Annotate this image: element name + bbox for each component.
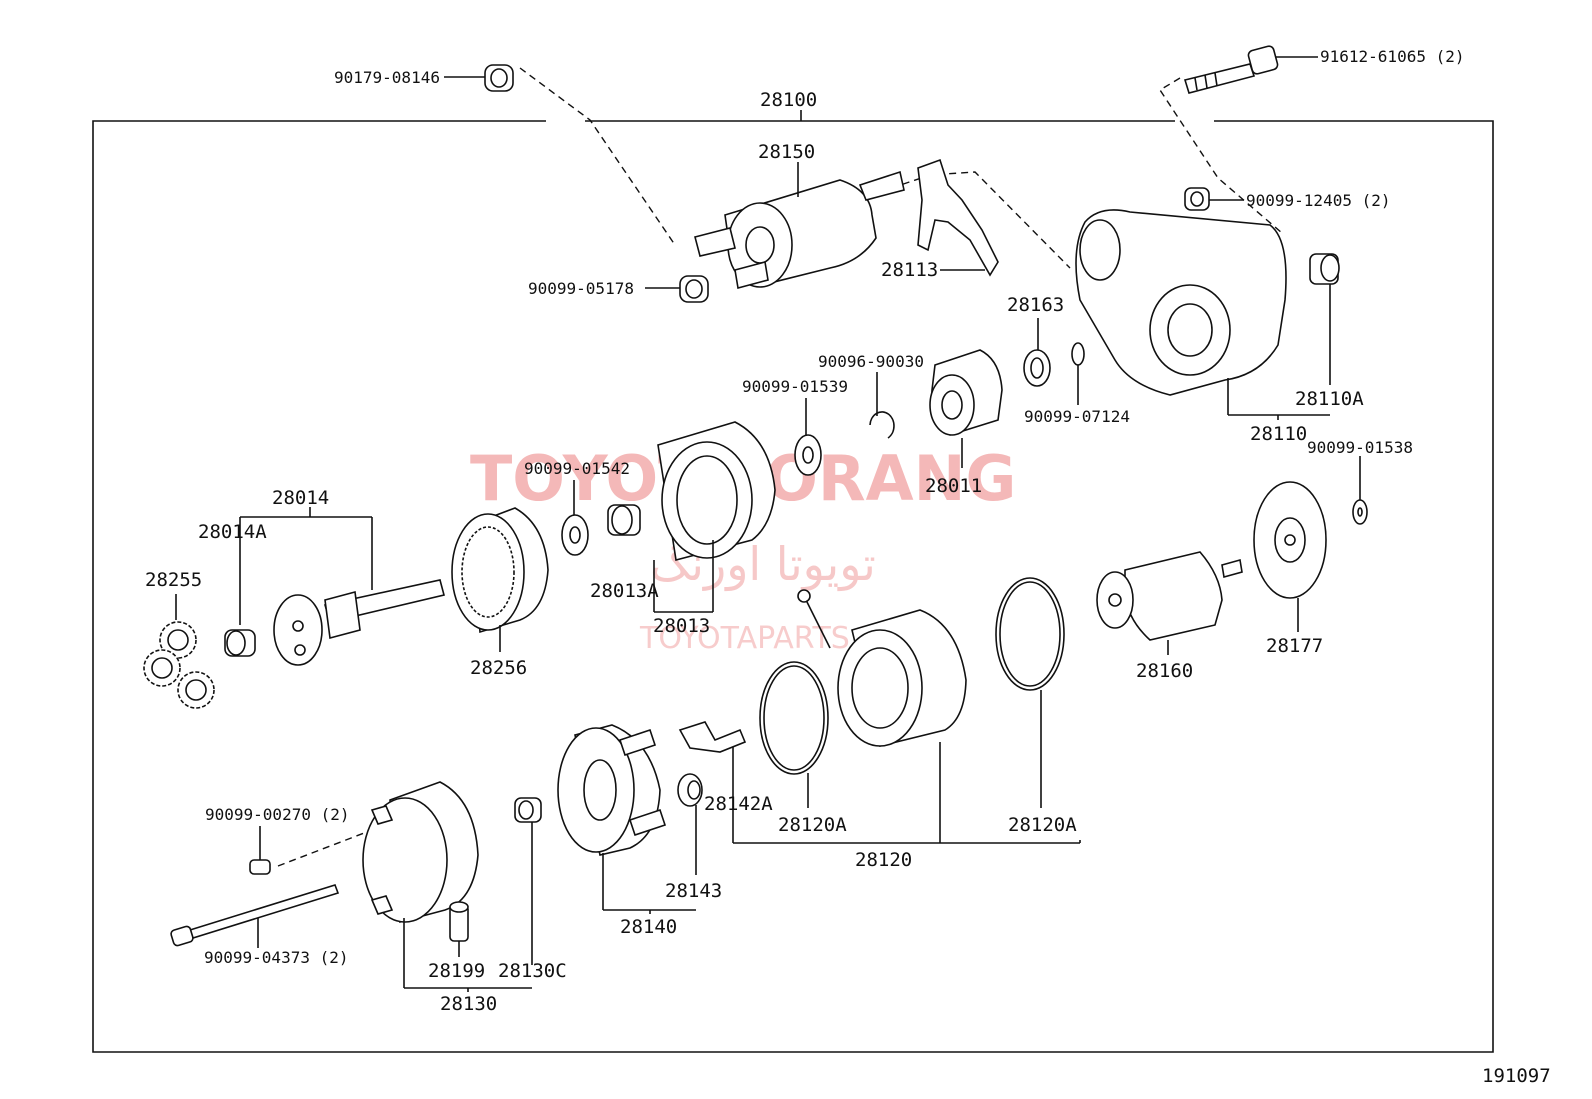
plate-28177 — [1253, 481, 1327, 632]
label-28120: 28120 — [855, 849, 912, 871]
label-28013: 28013 — [653, 615, 710, 637]
bushing-28110A — [1309, 253, 1340, 385]
label-28163: 28163 — [1007, 294, 1064, 316]
label-28177: 28177 — [1266, 635, 1323, 657]
bracket-28120 — [732, 742, 1081, 844]
ring-gear-28256 — [451, 507, 549, 652]
label-90099-00270: 90099-00270 (2) — [205, 805, 350, 824]
label-28142A: 28142A — [704, 793, 773, 815]
label-28160: 28160 — [1136, 660, 1193, 682]
field-frame-28120 — [797, 589, 967, 747]
ring-28163 — [1023, 318, 1051, 387]
solenoid-28150 — [694, 162, 905, 289]
lever-28113 — [917, 158, 999, 277]
label-91612-61065: 91612-61065 (2) — [1320, 47, 1465, 66]
screw-90099-00270 — [249, 826, 271, 875]
shaft-28014 — [273, 517, 445, 666]
washer-90099-01539 — [794, 398, 822, 476]
housing-28110 — [1075, 209, 1330, 420]
label-28113: 28113 — [881, 259, 938, 281]
end-frame-28130 — [362, 781, 532, 992]
label-28011: 28011 — [925, 475, 982, 497]
bushing-28014A — [224, 629, 256, 657]
cylinder-28013 — [657, 421, 776, 561]
bushing-28013A — [607, 504, 641, 536]
clutch-28011 — [929, 349, 1003, 468]
bracket-28140 — [602, 853, 696, 914]
label-90179-08146: 90179-08146 — [334, 68, 440, 87]
label-28256: 28256 — [470, 657, 527, 679]
spring-28143 — [677, 773, 703, 875]
label-28120A-right: 28120A — [1008, 814, 1077, 836]
bracket-28013 — [653, 540, 714, 613]
bolt-91612-61065 — [1183, 45, 1318, 94]
washer-90099-01538 — [1352, 456, 1368, 525]
through-bolt-90099-04373 — [170, 884, 340, 948]
label-28110A: 28110A — [1295, 388, 1364, 410]
figure-number-label: 191097 — [1482, 1065, 1551, 1087]
nut-90099-05178 — [645, 275, 709, 303]
terminal-28199 — [449, 901, 469, 957]
label-28199: 28199 — [428, 960, 485, 982]
dashed-guides — [277, 67, 1283, 867]
label-28140: 28140 — [620, 916, 677, 938]
label-90099-12405: 90099-12405 (2) — [1246, 191, 1391, 210]
label-90099-01538: 90099-01538 — [1307, 438, 1413, 457]
assembly-number-label: 28100 — [760, 89, 817, 111]
label-90099-05178: 90099-05178 — [528, 279, 634, 298]
o-ring-28120A-left — [759, 661, 829, 808]
label-28013A: 28013A — [590, 580, 659, 602]
label-28143: 28143 — [665, 880, 722, 902]
washer-90099-01542 — [561, 480, 589, 556]
label-28130: 28130 — [440, 993, 497, 1015]
label-90099-07124: 90099-07124 — [1024, 407, 1130, 426]
snap-ring-90099-07124 — [1071, 342, 1085, 405]
armature-28160 — [1096, 551, 1243, 655]
label-28255: 28255 — [145, 569, 202, 591]
bracket-28014 — [239, 507, 372, 625]
nut-90179-08146 — [444, 64, 514, 92]
label-28150: 28150 — [758, 141, 815, 163]
label-28014: 28014 — [272, 487, 329, 509]
label-90099-04373: 90099-04373 (2) — [204, 948, 349, 967]
label-28014A: 28014A — [198, 521, 267, 543]
brush-holder-28140 — [557, 724, 667, 856]
label-28130C: 28130C — [498, 960, 567, 982]
label-28120A-left: 28120A — [778, 814, 847, 836]
clip-90096-90030 — [869, 372, 895, 439]
assembly-frame — [92, 110, 1494, 1053]
o-ring-28120A-right — [995, 577, 1065, 808]
label-90099-01539: 90099-01539 — [742, 377, 848, 396]
nut-90099-12405 — [1184, 187, 1244, 211]
planet-gears-28255 — [143, 594, 215, 709]
brush-28142A — [678, 721, 747, 753]
label-28110: 28110 — [1250, 423, 1307, 445]
label-90099-01542: 90099-01542 — [524, 459, 630, 478]
label-90096-90030: 90096-90030 — [818, 352, 924, 371]
bushing-28130C — [514, 797, 542, 965]
